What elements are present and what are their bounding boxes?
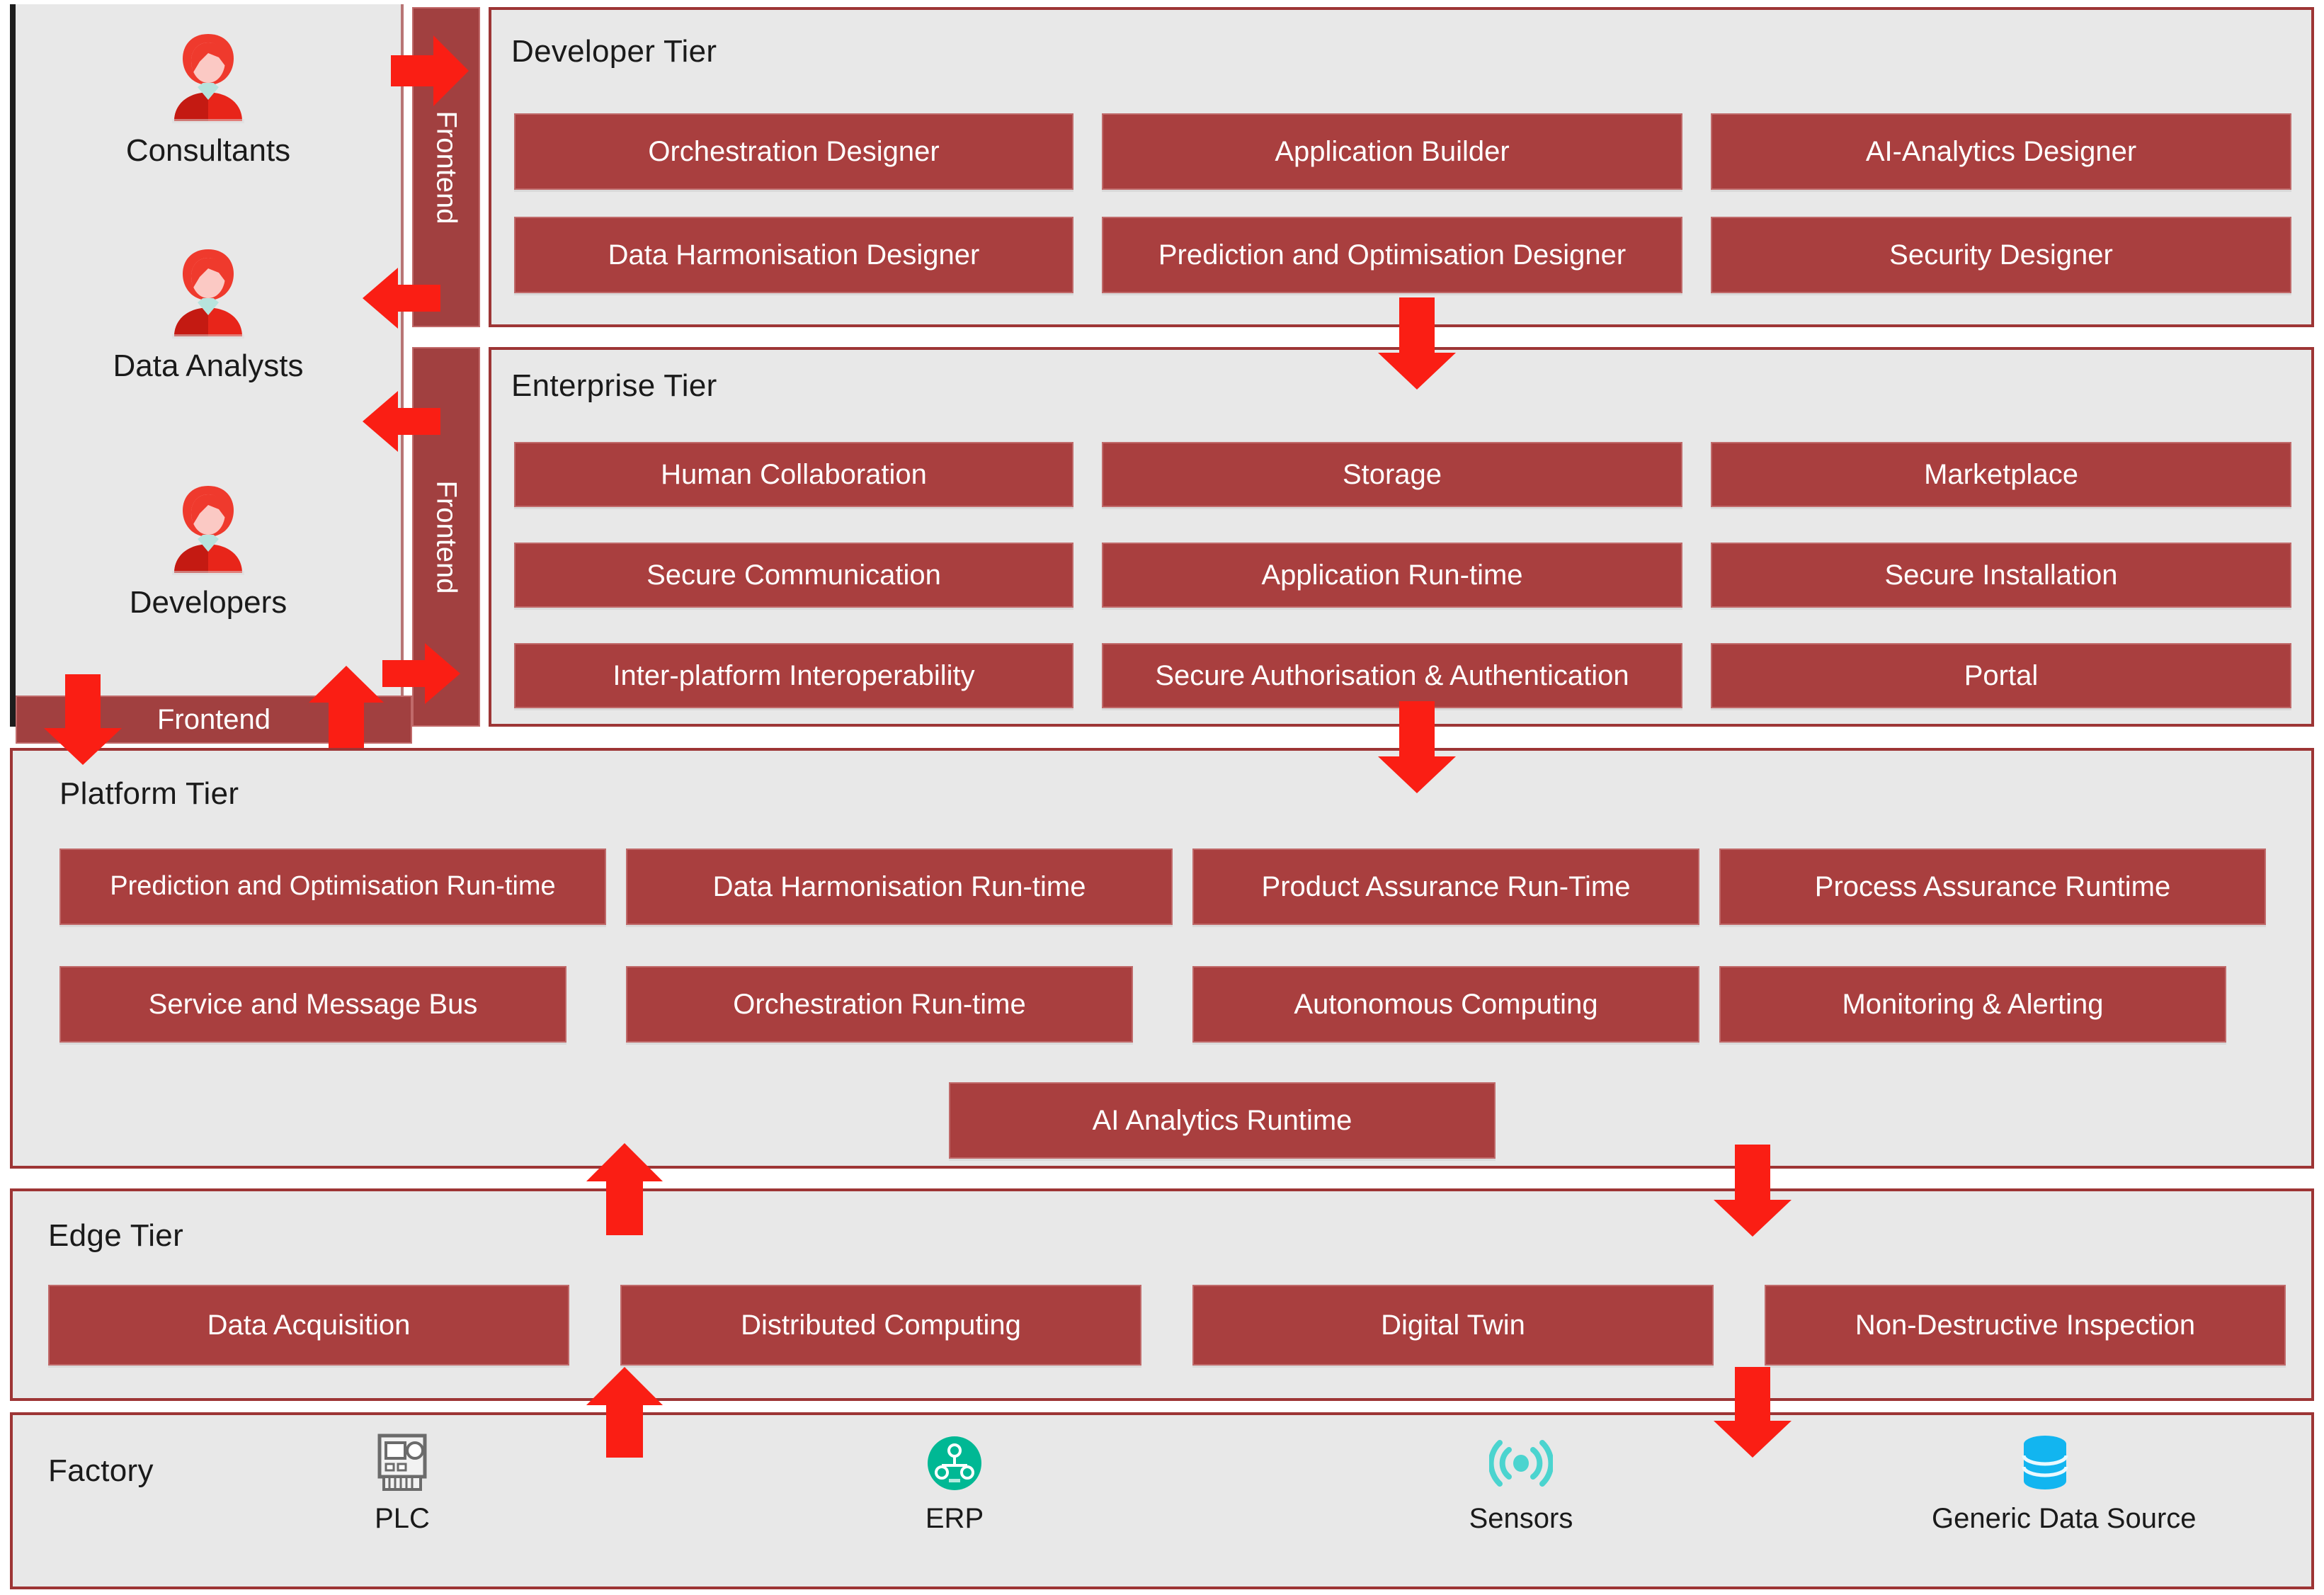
module-monitoring-alerting[interactable]: Monitoring & Alerting (1719, 966, 2226, 1043)
module-orchestration-designer[interactable]: Orchestration Designer (514, 113, 1073, 190)
persona-developers: Developers (16, 475, 401, 620)
module-application-run-time[interactable]: Application Run-time (1102, 543, 1682, 608)
module-secure-communication[interactable]: Secure Communication (514, 543, 1073, 608)
sensor-wireless-icon (1408, 1431, 1634, 1496)
arrow-developer-to-enterprise (1378, 297, 1456, 390)
module-service-and-message-bus[interactable]: Service and Message Bus (59, 966, 566, 1043)
module-non-destructive-inspection[interactable]: Non-Destructive Inspection (1765, 1285, 2286, 1366)
module-ai-analytics-designer[interactable]: AI-Analytics Designer (1711, 113, 2291, 190)
arrow-factory-to-edge (586, 1367, 663, 1458)
module-prediction-optimisation-designer[interactable]: Prediction and Optimisation Designer (1102, 217, 1682, 293)
arrow-developers-to-frontend (382, 643, 460, 704)
module-data-harmonisation-run-time[interactable]: Data Harmonisation Run-time (626, 848, 1173, 925)
tier-title: Enterprise Tier (511, 368, 717, 403)
tier-title: Platform Tier (59, 776, 239, 811)
arrow-platform-to-edge (1714, 1145, 1792, 1237)
persona-label: Consultants (125, 133, 291, 168)
tier-developer: Developer Tier Orchestration Designer Ap… (489, 7, 2314, 327)
module-data-harmonisation-designer[interactable]: Data Harmonisation Designer (514, 217, 1073, 293)
module-secure-authorisation-authentication[interactable]: Secure Authorisation & Authentication (1102, 643, 1682, 708)
plc-controller-icon (289, 1431, 516, 1496)
module-digital-twin[interactable]: Digital Twin (1192, 1285, 1714, 1366)
tier-title: Edge Tier (48, 1218, 184, 1253)
persona-consultants: Consultants (16, 23, 401, 169)
module-portal[interactable]: Portal (1711, 643, 2291, 708)
factory-item-generic-data-source: Generic Data Source (1932, 1431, 2197, 1535)
arrow-edge-to-factory (1714, 1367, 1792, 1458)
arrow-frontend-to-data-analysts-upper (363, 268, 440, 329)
module-human-collaboration[interactable]: Human Collaboration (514, 442, 1073, 507)
factory-item-erp: ERP (841, 1431, 1068, 1535)
erp-network-icon (841, 1431, 1068, 1496)
module-distributed-computing[interactable]: Distributed Computing (620, 1285, 1141, 1366)
person-avatar-icon (172, 249, 244, 339)
frontend-bar-label: Frontend (156, 703, 271, 735)
persona-label: Developers (129, 585, 287, 620)
module-data-acquisition[interactable]: Data Acquisition (48, 1285, 569, 1366)
module-ai-analytics-runtime[interactable]: AI Analytics Runtime (949, 1082, 1496, 1159)
factory-item-label: PLC (375, 1503, 430, 1534)
factory-item-label: Sensors (1469, 1503, 1573, 1534)
tier-edge: Edge Tier Data Acquisition Distributed C… (10, 1188, 2314, 1401)
person-avatar-icon (172, 486, 244, 575)
person-avatar-icon (172, 34, 244, 123)
arrow-consultants-to-frontend (391, 35, 469, 106)
arrow-enterprise-to-platform (1378, 701, 1456, 793)
frontend-bar-label: Frontend (431, 110, 462, 225)
tier-title: Factory (48, 1453, 154, 1488)
module-orchestration-run-time[interactable]: Orchestration Run-time (626, 966, 1133, 1043)
module-prediction-optimisation-run-time[interactable]: Prediction and Optimisation Run-time (59, 848, 606, 925)
factory-item-label: ERP (925, 1503, 984, 1534)
factory-item-label: Generic Data Source (1932, 1503, 2197, 1534)
tier-title: Developer Tier (511, 34, 717, 69)
tier-factory: Factory PLC (10, 1412, 2314, 1589)
database-icon (1932, 1431, 2158, 1496)
arrow-frontend-down-to-platform (44, 674, 122, 765)
persona-label: Data Analysts (113, 348, 304, 383)
module-secure-installation[interactable]: Secure Installation (1711, 543, 2291, 608)
module-process-assurance-runtime[interactable]: Process Assurance Runtime (1719, 848, 2266, 925)
module-product-assurance-run-time[interactable]: Product Assurance Run-Time (1192, 848, 1699, 925)
module-autonomous-computing[interactable]: Autonomous Computing (1192, 966, 1699, 1043)
module-marketplace[interactable]: Marketplace (1711, 442, 2291, 507)
frontend-bar-label: Frontend (431, 479, 462, 594)
tier-enterprise: Enterprise Tier Human Collaboration Stor… (489, 347, 2314, 727)
persona-panel: Consultants Data Analysts (10, 4, 404, 727)
module-application-builder[interactable]: Application Builder (1102, 113, 1682, 190)
persona-data-analysts: Data Analysts (16, 238, 401, 384)
module-storage[interactable]: Storage (1102, 442, 1682, 507)
module-inter-platform-interoperability[interactable]: Inter-platform Interoperability (514, 643, 1073, 708)
module-security-designer[interactable]: Security Designer (1711, 217, 2291, 293)
arrow-edge-to-platform (586, 1143, 663, 1235)
factory-item-plc: PLC (289, 1431, 516, 1535)
factory-item-sensors: Sensors (1408, 1431, 1634, 1535)
tier-platform: Platform Tier Prediction and Optimisatio… (10, 748, 2314, 1169)
arrow-platform-up-to-frontend (309, 666, 384, 748)
arrow-frontend-to-data-analysts (363, 391, 440, 452)
